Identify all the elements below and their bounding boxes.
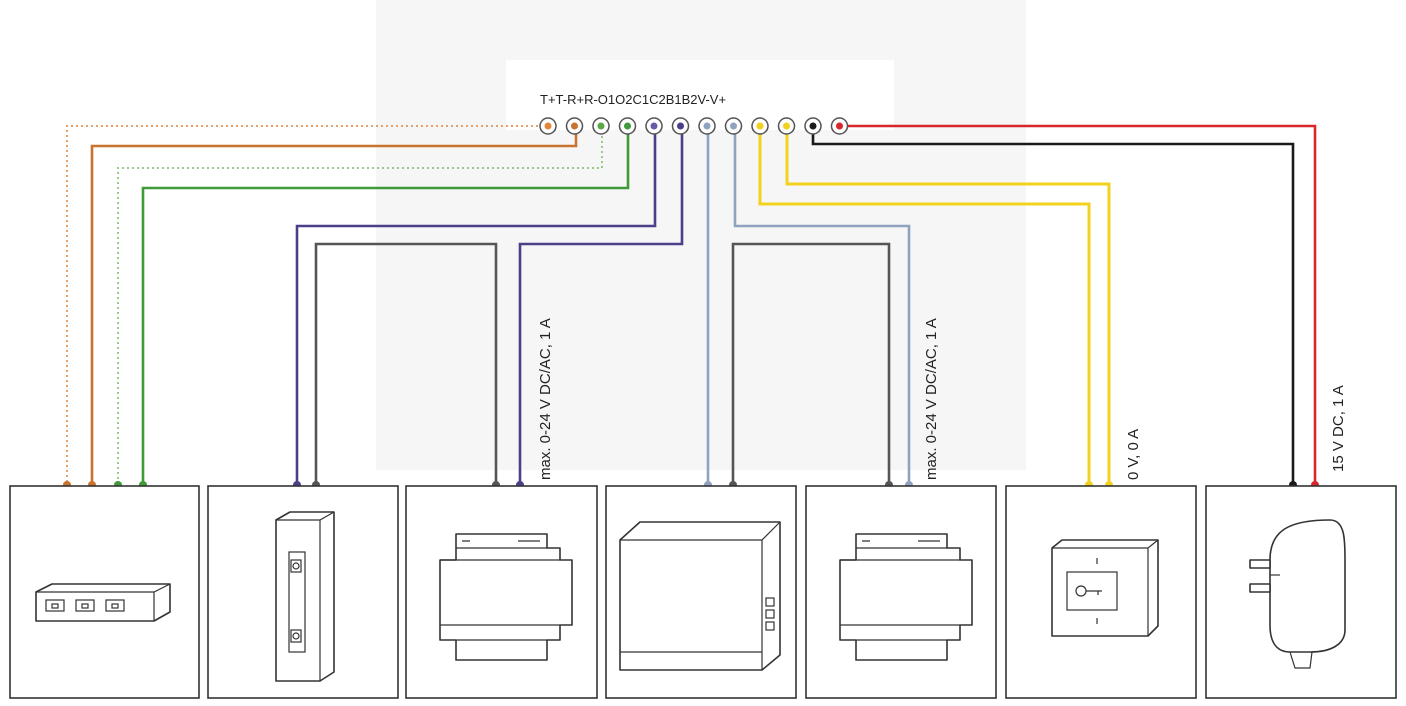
relay-module-icon-2 [839, 533, 973, 661]
terminal-strip-label: T+T-R+R-O1O2C1C2B1B2V-V+ [540, 92, 726, 107]
wire-v-plus [840, 124, 1317, 485]
wire-relay2-common [731, 242, 891, 485]
relay-module-icon [439, 533, 573, 661]
terminal-core [650, 122, 658, 130]
terminal-core [783, 122, 790, 130]
terminal-core [756, 122, 764, 130]
wire-t-minus [90, 126, 578, 485]
wire-t-plus [66, 125, 548, 485]
wires [66, 124, 1317, 485]
terminal-core [677, 122, 684, 130]
terminal-core [703, 122, 711, 130]
terminal-core [624, 122, 631, 130]
terminal-core [809, 122, 817, 130]
terminal-core [730, 122, 737, 130]
button-rating-label: 0 V, 0 A [1125, 429, 1142, 480]
terminal-core [836, 122, 843, 130]
wire-b1 [758, 126, 1091, 485]
network-switch-icon [35, 583, 171, 622]
wire-c2 [733, 126, 911, 485]
wire-lock-common [314, 242, 498, 485]
exit-button-icon [1051, 539, 1159, 637]
terminal-core [544, 122, 552, 130]
wire-b2 [785, 126, 1111, 485]
wire-o1 [295, 126, 657, 485]
power-adapter-icon [1249, 519, 1346, 669]
wire-v-minus [811, 126, 1295, 485]
relay2-rating-label: max. 0-24 V DC/AC, 1 A [923, 318, 940, 480]
wire-r-minus [141, 126, 630, 485]
din-main-unit-icon [619, 521, 781, 671]
door-strike-icon [275, 511, 335, 682]
terminal-core [597, 122, 605, 130]
wire-r-plus [117, 126, 603, 485]
terminal-row [539, 117, 849, 135]
relay1-rating-label: max. 0-24 V DC/AC, 1 A [537, 318, 554, 480]
terminal-core [571, 122, 578, 130]
wire-o2 [518, 126, 684, 485]
power-rating-label: 15 V DC, 1 A [1330, 385, 1347, 472]
